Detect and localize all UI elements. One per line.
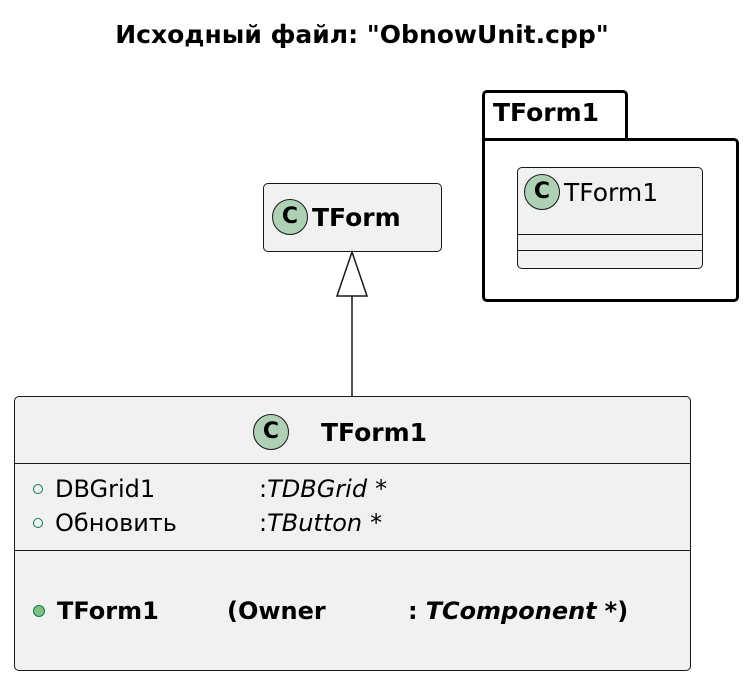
method-param-type: TComponent — [425, 597, 597, 625]
attribute-name: Обновить — [55, 509, 177, 537]
package-class-separator-2 — [518, 250, 702, 251]
method-param-separator: : — [407, 597, 418, 625]
package-class-separator-1 — [518, 234, 702, 235]
attribute-separator: : — [259, 509, 268, 537]
method-open-paren: ( — [227, 597, 238, 625]
attribute-pointer: * — [375, 475, 388, 503]
public-method-icon — [33, 605, 45, 617]
attribute-type: TButton — [267, 509, 363, 537]
attribute-row: DBGrid1 : TDBGrid * — [33, 475, 387, 503]
package-class-name: TForm1 — [564, 177, 659, 207]
public-visibility-icon — [33, 484, 43, 494]
main-class-separator-2 — [15, 550, 690, 551]
parent-class-name: TForm — [312, 202, 401, 232]
attribute-name: DBGrid1 — [55, 475, 156, 503]
attribute-pointer: * — [370, 509, 383, 537]
method-param-name: Owner — [237, 597, 326, 625]
attribute-type: TDBGrid — [267, 475, 368, 503]
public-visibility-icon — [33, 518, 43, 528]
method-param-pointer: * — [604, 597, 618, 625]
main-class-name: TForm1 — [321, 417, 428, 447]
main-class-box[interactable]: C TForm1 DBGrid1 : TDBGrid * Обновить : … — [14, 396, 691, 671]
attribute-separator: : — [259, 475, 268, 503]
method-row: TForm1 ( Owner : TComponent * ) — [33, 597, 628, 625]
class-stereotype-icon: C — [253, 414, 289, 450]
attribute-row: Обновить : TButton * — [33, 509, 382, 537]
class-stereotype-icon: C — [272, 199, 308, 235]
diagram-title: Исходный файл: "ObnowUnit.cpp" — [115, 20, 609, 49]
package-tab: TForm1 — [482, 90, 628, 138]
method-close-paren: ) — [617, 597, 629, 625]
method-name: TForm1 — [57, 597, 159, 625]
package-name: TForm1 — [493, 98, 600, 127]
package-class-box[interactable]: C TForm1 — [517, 167, 703, 269]
class-stereotype-icon: C — [524, 174, 560, 210]
main-class-separator-1 — [15, 463, 690, 464]
parent-class-box[interactable]: C TForm — [263, 183, 442, 252]
